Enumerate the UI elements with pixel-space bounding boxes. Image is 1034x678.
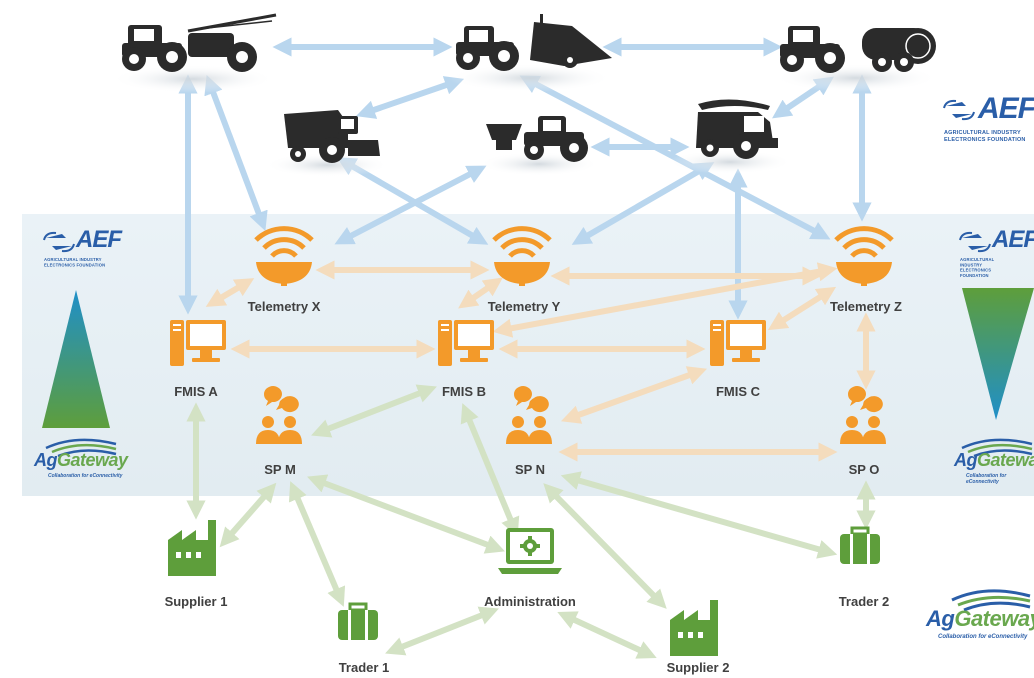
- aef-arrows-icon: [943, 99, 975, 121]
- trader-1-label: Trader 1: [338, 660, 390, 675]
- link-telemx-fmisa: [205, 278, 255, 307]
- combine-harvester-icon: [265, 110, 389, 177]
- aef-tagline-right: AGRICULTURAL INDUSTRY ELECTRONICS FOUNDA…: [960, 258, 1016, 279]
- aggateway-ag-text: Ag: [954, 450, 978, 470]
- aef-tagline-left: AGRICULTURAL INDUSTRY ELECTRONICS FOUNDA…: [44, 258, 105, 269]
- aggateway-tagline-right: Collaboration for eConnectivity: [966, 473, 1007, 485]
- aggateway-gateway-text: Gateway: [977, 450, 1034, 470]
- link-spm-fmisb: [311, 384, 437, 438]
- aggateway-swoosh-icon: [961, 438, 1033, 458]
- fmis-a-computer-icon: [170, 320, 226, 366]
- aef-tagline-line2: ELECTRONICS FOUNDATION: [960, 268, 992, 279]
- fmis-b-computer-icon: [438, 320, 494, 366]
- aggateway-tagline-bottom-right: Collaboration for eConnectivity: [938, 634, 1028, 640]
- link-admin-supplier2: [557, 611, 657, 659]
- telemetry-y-label: Telemetry Y: [487, 299, 561, 314]
- fmis-a-label: FMIS A: [174, 384, 218, 399]
- supplier-2-factory-icon: [670, 600, 718, 656]
- aef-tagline-line1: AGRICULTURAL INDUSTRY: [44, 258, 102, 263]
- aef-arrows-icon: [959, 231, 991, 253]
- aggateway-tagline-left: Collaboration for eConnectivity: [48, 473, 123, 479]
- spreader-tractor-icon: [479, 116, 599, 176]
- supplier-2-label: Supplier 2: [666, 660, 730, 675]
- link-spn-trader2: [560, 471, 838, 559]
- aef-arrows-icon: [43, 231, 75, 253]
- aef-wordmark: AEF: [978, 92, 1034, 125]
- aef-logo-left: AEF: [76, 226, 122, 254]
- aef-to-aggateway-triangle-left: [42, 290, 110, 428]
- aef-logo-top-right: AEF: [978, 92, 1034, 126]
- link-spm-supplier1: [219, 482, 277, 548]
- aef-logo-right: AEF: [992, 226, 1034, 254]
- telemetry-x-icon: [254, 226, 314, 286]
- aggateway-swoosh-icon: [951, 589, 1031, 612]
- fmis-c-label: FMIS C: [715, 384, 761, 399]
- link-spreader-telemx: [334, 165, 487, 245]
- baler-tractor-icon: [774, 26, 938, 92]
- aggateway-logo-right: AgGateway: [954, 450, 1034, 471]
- aggateway-gateway-text: Gateway: [57, 450, 128, 470]
- administration-laptop-icon: [498, 528, 562, 574]
- aggateway-swoosh-icon: [45, 438, 117, 458]
- link-fmisb-admin: [460, 403, 520, 537]
- ground-links: [186, 384, 876, 659]
- link-telemz-fmisc: [767, 286, 837, 331]
- telemetry-x-label: Telemetry X: [247, 299, 321, 314]
- aggateway-logo-bottom-right: AgGateway: [926, 606, 1034, 632]
- link-spn-supplier2: [543, 483, 667, 609]
- trader-2-briefcase-icon: [840, 526, 880, 564]
- aggateway-gateway-text: Gateway: [954, 606, 1034, 631]
- fmis-c-computer-icon: [710, 320, 766, 366]
- aef-wordmark: AEF: [992, 226, 1034, 253]
- sp-n-people-icon: [506, 386, 552, 444]
- link-sprayer-telemx: [204, 75, 268, 231]
- aef-tagline-line2: ELECTRONICS FOUNDATION: [944, 137, 1026, 143]
- aef-tagline-line2: ELECTRONICS FOUNDATION: [44, 263, 106, 268]
- sprayer-tractor-icon: [111, 13, 277, 93]
- trader-2-label: Trader 2: [838, 594, 890, 609]
- link-harvester-combine: [355, 76, 465, 119]
- aef-wordmark: AEF: [76, 226, 122, 253]
- aggateway-ag-text: Ag: [34, 450, 58, 470]
- link-admin-trader1: [385, 606, 499, 656]
- sp-m-people-icon: [256, 386, 302, 444]
- supplier-1-factory-icon: [168, 520, 216, 576]
- aggateway-logo-left: AgGateway: [34, 450, 128, 471]
- sp-o-people-icon: [840, 386, 886, 444]
- trader-1-briefcase-icon: [338, 602, 378, 640]
- telemetry-y-icon: [492, 226, 552, 286]
- aggateway-ag-text: Ag: [926, 606, 955, 631]
- forage-harvester-icon: [668, 99, 792, 174]
- telemetry-z-label: Telemetry Z: [829, 299, 903, 314]
- aef-tagline-line1: AGRICULTURAL INDUSTRY: [944, 130, 1021, 136]
- link-spn-admin: [448, 472, 508, 484]
- supplier-1-label: Supplier 1: [164, 594, 228, 609]
- link-spm-admin: [307, 474, 505, 554]
- harvester-tractor-icon: [448, 14, 612, 92]
- administration-label: Administration: [484, 594, 576, 609]
- sp-o-label: SP O: [848, 462, 880, 477]
- link-forage-telemy: [571, 162, 715, 245]
- fmis-b-label: FMIS B: [441, 384, 487, 399]
- aef-tagline-top-right: AGRICULTURAL INDUSTRY ELECTRONICS FOUNDA…: [944, 130, 1026, 144]
- telemetry-links: [205, 260, 876, 462]
- aef-to-aggateway-triangle-right: [962, 288, 1034, 420]
- link-fmisb-telemz: [492, 262, 838, 338]
- sp-n-label: SP N: [514, 462, 546, 477]
- link-fmisc-spn: [560, 366, 708, 424]
- link-telemy-fmisb: [458, 277, 503, 309]
- aef-tagline-line1: AGRICULTURAL INDUSTRY: [960, 258, 995, 268]
- telemetry-z-icon: [834, 226, 894, 286]
- sp-m-label: SP M: [264, 462, 296, 477]
- link-spm-trader1: [288, 481, 346, 607]
